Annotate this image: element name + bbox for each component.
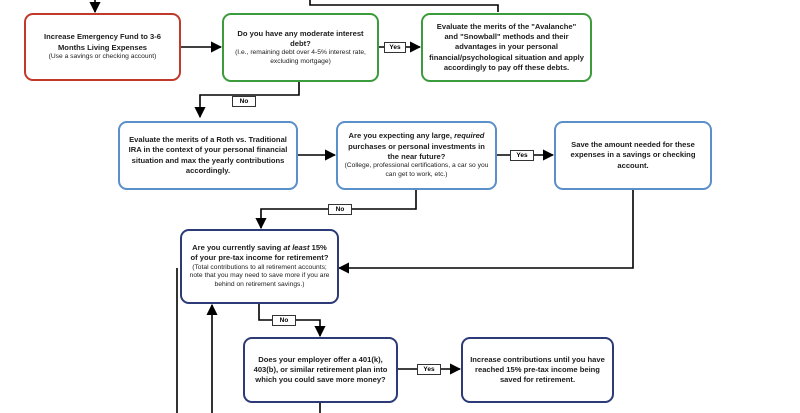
node-moderate-debt-note: (I.e., remaining debt over 4-5% interest…: [235, 49, 366, 65]
node-roth-ira-title: Evaluate the merits of a Roth vs. Tradit…: [128, 135, 288, 175]
node-save-amount: Save the amount needed for these expense…: [554, 121, 712, 190]
node-saving-15-title: Are you currently saving at least 15% of…: [190, 243, 329, 263]
edge-label-purchases-no: No: [328, 204, 352, 215]
node-save-amount-title: Save the amount needed for these expense…: [570, 140, 696, 170]
edge-save-to-saving: [337, 190, 634, 274]
node-emergency-fund: Increase Emergency Fund to 3-6 Months Li…: [24, 13, 181, 81]
edge-label-debt-yes: Yes: [384, 42, 406, 53]
node-roth-ira: Evaluate the merits of a Roth vs. Tradit…: [118, 121, 298, 190]
node-increase-contrib-title: Increase contributions until you have re…: [470, 354, 605, 385]
node-large-purchases: Are you expecting any large, required pu…: [336, 121, 497, 190]
node-employer-401k: Does your employer offer a 401(k), 403(b…: [243, 337, 398, 403]
node-employer-401k-title: Does your employer offer a 401(k), 403(b…: [253, 354, 388, 385]
node-increase-contrib: Increase contributions until you have re…: [461, 337, 614, 403]
node-emergency-fund-note: (Use a savings or checking account): [48, 52, 157, 60]
node-saving-15-note: (Total contributions to all retirement a…: [189, 263, 330, 289]
node-emergency-fund-title: Increase Emergency Fund to 3-6 Months Li…: [44, 32, 161, 52]
node-moderate-debt: Do you have any moderate interest debt? …: [222, 13, 379, 82]
edge-label-saving-no: No: [272, 315, 296, 326]
edge-debt-no: [194, 82, 300, 119]
edge-top-right: [309, 0, 499, 12]
node-large-purchases-note: (College, professional certifications, a…: [344, 162, 489, 178]
edge-label-debt-no: No: [232, 96, 256, 107]
edge-label-employer-yes: Yes: [417, 364, 441, 375]
edge-label-purchases-yes: Yes: [510, 150, 534, 161]
node-avalanche: Evaluate the merits of the "Avalanche" a…: [421, 13, 592, 82]
node-saving-15: Are you currently saving at least 15% of…: [180, 229, 339, 304]
node-large-purchases-title: Are you expecting any large, required pu…: [348, 131, 485, 161]
node-moderate-debt-title: Do you have any moderate interest debt?: [237, 28, 364, 48]
node-avalanche-title: Evaluate the merits of the "Avalanche" a…: [429, 21, 584, 72]
